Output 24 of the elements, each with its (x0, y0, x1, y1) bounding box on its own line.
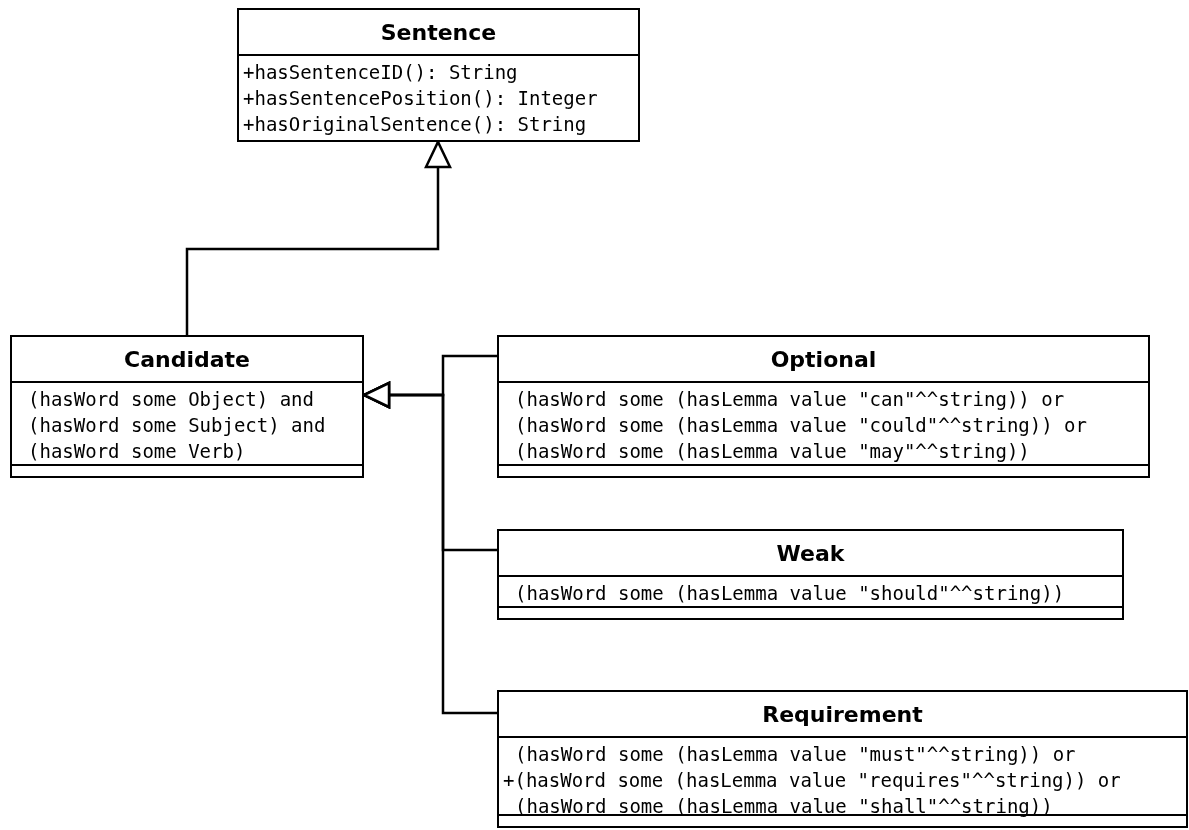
class-attribute: (hasWord some (hasLemma value "should"^^string)) (514, 581, 1065, 606)
class-attribute: (hasWord some (hasLemma value "may"^^string)) (514, 439, 1030, 464)
class-attribute: (hasWord some (hasLemma value "must"^^string)) or (514, 742, 1076, 767)
class-attribute: +hasOriginalSentence(): String (243, 112, 587, 137)
class-box (497, 335, 1150, 478)
class-box (497, 690, 1188, 828)
class-name: Weak (776, 540, 845, 566)
class-attribute: (hasWord some (hasLemma value "shall"^^string)) (514, 794, 1053, 819)
class-attribute: (hasWord some Subject) and (27, 413, 326, 438)
class-attribute: (hasWord some (hasLemma value "can"^^string)) or (514, 387, 1065, 412)
generalization-arrow (185, 140, 452, 335)
class-name: Candidate (124, 346, 250, 372)
class-attribute: (hasWord some (hasLemma value "could"^^string)) or (514, 413, 1087, 438)
class-name: Optional (770, 346, 877, 372)
class-attribute: (hasWord some Object) and (27, 387, 314, 412)
class-box (237, 8, 640, 142)
class-attribute: +hasSentencePosition(): Integer (243, 86, 598, 111)
class-name: Requirement (762, 701, 923, 727)
class-attribute: (hasWord some Verb) (27, 439, 246, 464)
class-attribute: +(hasWord some (hasLemma value "requires"^^string)) or (503, 768, 1121, 793)
class-attribute: +hasSentenceID(): String (243, 60, 518, 85)
class-box (10, 335, 364, 478)
class-name: Sentence (380, 19, 497, 45)
class-box (497, 529, 1124, 620)
